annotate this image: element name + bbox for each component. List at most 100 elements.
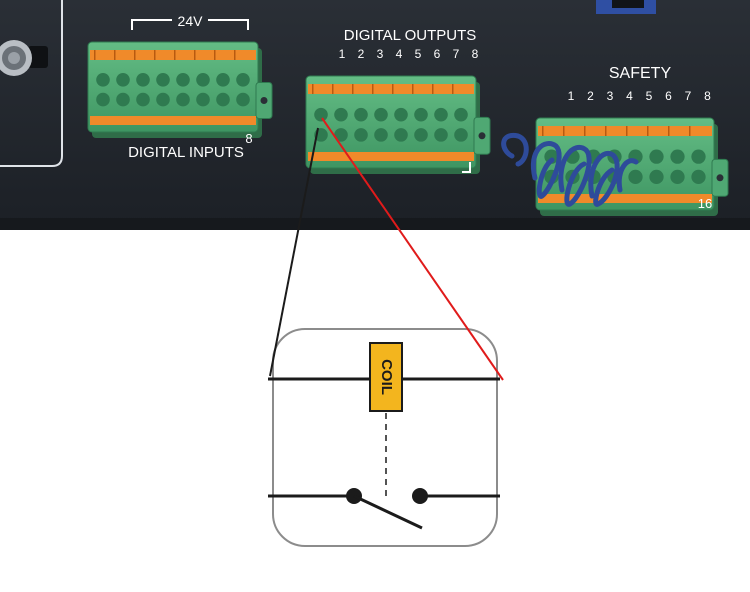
lever-divider <box>412 84 414 94</box>
lever-divider <box>392 84 394 94</box>
wire-entry-hole <box>354 107 368 122</box>
wire-entry-hole <box>374 128 388 142</box>
lever-divider <box>626 126 628 136</box>
wire-entry-hole <box>236 73 250 87</box>
lever-divider <box>94 50 96 60</box>
wire-entry-hole <box>156 73 170 87</box>
column-number: 8 <box>472 47 479 61</box>
wire-entry-hole <box>196 73 210 87</box>
wire-entry-hole <box>334 107 348 122</box>
lever-divider <box>114 50 116 60</box>
wire-entry-hole <box>394 128 408 142</box>
wire-entry-hole <box>454 128 468 142</box>
switch-contact-right <box>412 488 428 504</box>
wire-entry-hole <box>414 128 428 142</box>
column-number: 4 <box>626 89 633 103</box>
round-connector-icon <box>0 40 48 76</box>
column-number: 4 <box>396 47 403 61</box>
wire-entry-hole <box>136 92 150 107</box>
lever-divider <box>668 126 670 136</box>
lever-divider <box>605 126 607 136</box>
digital-inputs-terminal-block <box>87 41 273 138</box>
voltage-label: 24V <box>178 13 204 29</box>
lever-divider <box>542 126 544 136</box>
column-number: 5 <box>415 47 422 61</box>
release-levers-top <box>90 50 256 60</box>
safety-label: SAFETY <box>609 65 672 82</box>
wire-entry-hole <box>454 107 468 122</box>
wire-entry-hole <box>354 128 368 142</box>
release-levers-top <box>538 126 712 136</box>
wire-entry-hole <box>670 149 685 164</box>
digital-inputs-label: DIGITAL INPUTS <box>128 144 244 161</box>
wire-entry-hole <box>649 149 664 164</box>
lever-divider <box>234 50 236 60</box>
wire-entry-hole <box>374 107 388 122</box>
lever-divider <box>312 84 314 94</box>
mount-screw-hole <box>260 97 268 104</box>
lever-divider <box>352 84 354 94</box>
column-number: 6 <box>665 89 672 103</box>
panel-frame-outline <box>0 0 63 167</box>
digital-outputs-terminal-block <box>305 75 491 174</box>
wire-entry-hole <box>414 107 428 122</box>
lever-divider <box>563 126 565 136</box>
wire-entry-hole <box>394 107 408 122</box>
column-number: 2 <box>358 47 365 61</box>
wire-entry-hole <box>334 128 348 142</box>
column-number: 5 <box>646 89 653 103</box>
lever-divider <box>134 50 136 60</box>
wire-entry-hole <box>628 169 643 185</box>
wire-entry-hole <box>176 92 190 107</box>
wire-entry-hole <box>434 107 448 122</box>
voltage-bracket <box>131 19 249 30</box>
wire-entry-hole <box>691 169 706 185</box>
lever-divider <box>689 126 691 136</box>
wire-entry-hole <box>691 149 706 164</box>
release-levers-bottom <box>538 194 712 203</box>
wire-entry-hole <box>670 169 685 185</box>
lever-divider <box>214 50 216 60</box>
column-number: 6 <box>434 47 441 61</box>
lever-divider <box>174 50 176 60</box>
coil <box>369 342 403 412</box>
black-leader-wire <box>269 127 319 377</box>
column-number: 3 <box>377 47 384 61</box>
wire-entry-hole <box>216 73 230 87</box>
lever-divider <box>647 126 649 136</box>
lever-divider <box>154 50 156 60</box>
column-number: 1 <box>568 89 575 103</box>
outputs-bracket-end <box>462 162 471 173</box>
wire-entry-hole <box>136 73 150 87</box>
column-number: 2 <box>587 89 594 103</box>
wire-entry-hole <box>96 73 110 87</box>
wire-entry-hole <box>96 92 110 107</box>
safety-last-number: 16 <box>698 196 712 211</box>
lever-divider <box>332 84 334 94</box>
wire-entry-hole <box>649 169 664 185</box>
release-levers-bottom <box>90 116 256 125</box>
digital-outputs-label: DIGITAL OUTPUTS <box>344 27 477 44</box>
wire-entry-hole <box>196 92 210 107</box>
relay-schematic: COIL <box>268 117 504 547</box>
lever-divider <box>452 84 454 94</box>
schematic-outline-box <box>272 328 498 547</box>
panel-bottom-edge <box>0 218 750 230</box>
wire-entry-hole <box>314 107 328 122</box>
switch-lever-open <box>353 494 423 530</box>
lever-divider <box>372 84 374 94</box>
column-number: 1 <box>339 47 346 61</box>
lever-divider <box>584 126 586 136</box>
column-number: 8 <box>704 89 711 103</box>
mount-screw-hole <box>716 174 724 182</box>
lever-divider <box>194 50 196 60</box>
wire-entry-hole <box>236 92 250 107</box>
digital-inputs-last-number: 8 <box>245 131 252 146</box>
wire-entry-hole <box>216 92 230 107</box>
mount-screw-hole <box>478 132 486 140</box>
wire-entry-hole <box>116 73 130 87</box>
